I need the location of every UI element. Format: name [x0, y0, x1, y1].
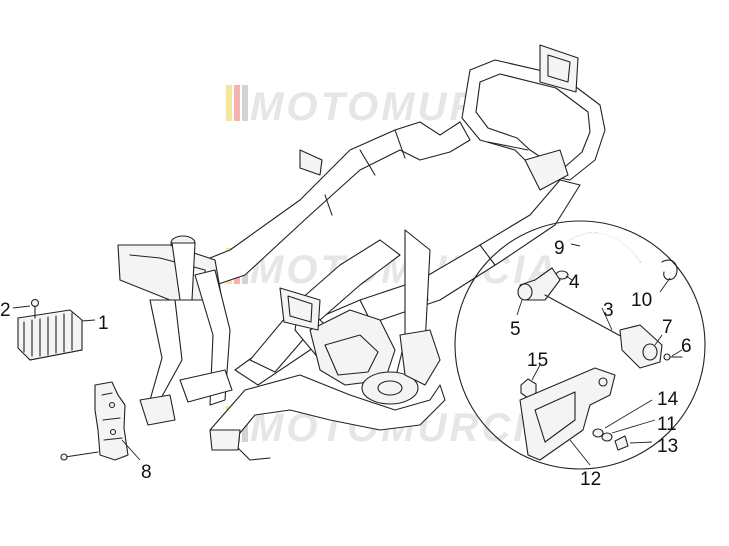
callout-4: 4 — [569, 272, 580, 293]
detail-inset — [454, 220, 706, 470]
callout-1: 1 — [98, 313, 109, 334]
scooter-frame — [117, 44, 606, 461]
voltage-regulator — [17, 309, 83, 361]
callout-7: 7 — [662, 317, 673, 338]
callout-8: 8 — [141, 462, 152, 483]
callout-9: 9 — [554, 238, 565, 259]
callout-14: 14 — [657, 389, 679, 410]
callout-2: 2 — [0, 300, 11, 321]
mounting-bracket — [60, 381, 129, 461]
callout-15: 15 — [527, 350, 548, 371]
callout-3: 3 — [603, 300, 614, 321]
regulator-screw — [30, 298, 40, 319]
leader-lines — [12, 243, 683, 466]
callout-12: 12 — [580, 469, 601, 490]
callout-5: 5 — [510, 319, 521, 340]
callout-11: 11 — [657, 414, 677, 435]
callout-labels: 1 2 3 4 5 6 7 8 9 10 11 12 13 14 15 — [0, 238, 692, 490]
callout-13: 13 — [657, 436, 678, 457]
callout-10: 10 — [631, 290, 652, 311]
callout-6: 6 — [681, 336, 692, 357]
